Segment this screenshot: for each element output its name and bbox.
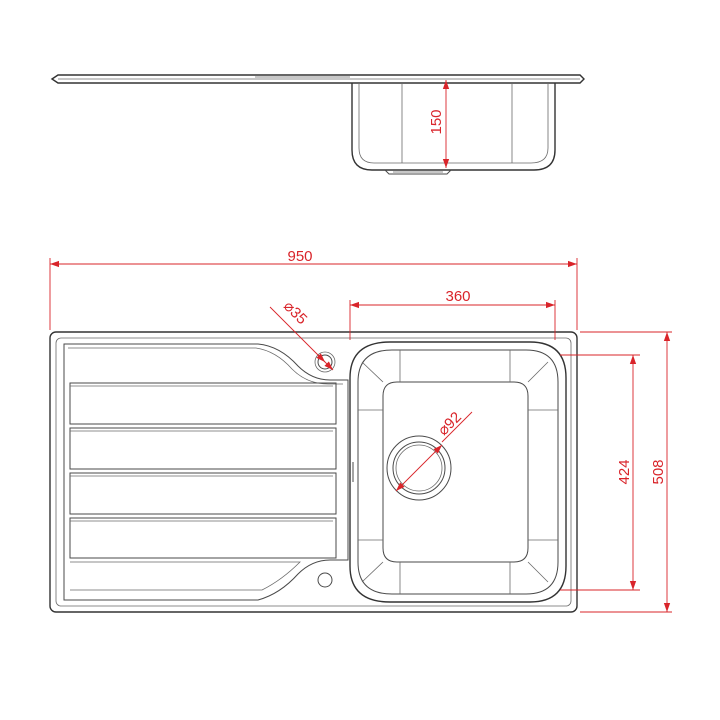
dimension-bowl-width-label: 360 — [445, 288, 470, 305]
dimension-bowl-width: 360 — [349, 288, 556, 340]
dimension-bowl-length: 424 — [560, 354, 640, 591]
drainer-grooves — [69, 382, 337, 591]
dimension-overall-width: 950 — [49, 248, 578, 330]
overflow-hole — [317, 572, 333, 588]
plan-view — [49, 331, 578, 613]
svg-text:⌀92: ⌀92 — [435, 409, 465, 439]
waste-outlet — [386, 435, 452, 501]
dimension-overall-length: 508 — [580, 331, 672, 613]
dimension-overall-length-label: 508 — [650, 459, 667, 484]
dimension-bowl-depth-label: 150 — [428, 109, 445, 134]
dimension-overall-width-label: 950 — [287, 248, 312, 265]
dimension-waste-diameter: ⌀92 — [395, 409, 473, 492]
dimension-bowl-length-label: 424 — [616, 459, 633, 484]
dimension-bowl-depth: 150 — [428, 80, 450, 168]
svg-text:⌀35: ⌀35 — [280, 298, 310, 328]
side-elevation-view — [50, 74, 585, 175]
dimension-tap-hole-diameter: ⌀35 — [269, 298, 334, 371]
